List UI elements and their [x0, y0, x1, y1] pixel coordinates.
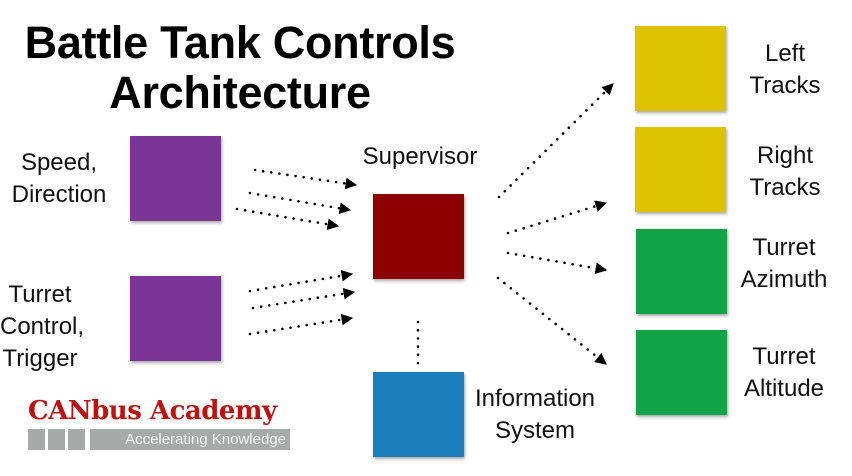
- title-line-1: Battle Tank Controls: [24, 17, 456, 68]
- label-line: Right: [756, 142, 814, 169]
- label-line: Information: [474, 385, 596, 412]
- arrow-speed-to-supervisor-2: [248, 191, 352, 215]
- label-line: Azimuth: [740, 266, 828, 293]
- turret-azimuth-box: [636, 229, 727, 314]
- logo-bars: Accelerating Knowledge: [28, 429, 290, 450]
- label-line: Control,: [0, 313, 85, 340]
- information-system-box: [373, 372, 464, 457]
- arrow-speed-to-supervisor-3: [235, 207, 340, 231]
- arrow-supervisor-to-right-tracks: [506, 200, 608, 235]
- arrow-turret-to-supervisor-1: [248, 269, 354, 293]
- label-line: Tracks: [749, 72, 821, 99]
- right-tracks-label: Right Tracks: [735, 140, 835, 204]
- arrow-supervisor-to-left-tracks: [497, 82, 615, 199]
- arrow-supervisor-to-turret-azimuth: [506, 251, 608, 274]
- left-tracks-label: Left Tracks: [735, 38, 835, 102]
- label-line: Trigger: [2, 345, 78, 372]
- arrow-turret-to-supervisor-3: [248, 313, 354, 336]
- arrow-turret-to-supervisor-2: [251, 287, 356, 310]
- speed-direction-label: Speed, Direction: [0, 147, 118, 211]
- turret-azimuth-label: Turret Azimuth: [732, 232, 836, 296]
- label-line: Direction: [11, 181, 107, 208]
- turret-altitude-box: [636, 330, 727, 415]
- label-line: Altitude: [743, 375, 825, 402]
- information-system-label: Information System: [464, 383, 606, 447]
- title-line-2: Architecture: [109, 67, 371, 118]
- label-line: Speed,: [20, 149, 98, 176]
- speed-direction-box: [130, 136, 221, 221]
- diagram-title: Battle Tank Controls Architecture: [20, 18, 460, 118]
- logo-tagline: Accelerating Knowledge: [90, 429, 290, 450]
- logo-bar: [48, 429, 65, 450]
- logo-title: CANbus Academy: [28, 396, 277, 426]
- label-line: Tracks: [749, 174, 821, 201]
- label-line: Turret: [752, 343, 816, 370]
- turret-control-box: [130, 276, 221, 361]
- left-tracks-box: [635, 26, 726, 111]
- label-line: System: [494, 417, 575, 444]
- turret-altitude-label: Turret Altitude: [732, 341, 836, 405]
- arrow-supervisor-to-turret-altitude: [496, 276, 608, 366]
- label-line: Left: [764, 40, 806, 67]
- logo-bar: [68, 429, 85, 450]
- arrow-speed-to-supervisor-1: [253, 168, 358, 190]
- logo-bar: [28, 429, 45, 450]
- supervisor-label: Supervisor: [362, 143, 478, 170]
- turret-control-label: Turret Control, Trigger: [0, 279, 85, 375]
- supervisor-box: [373, 194, 464, 279]
- label-line: Turret: [752, 234, 816, 261]
- right-tracks-box: [635, 127, 726, 212]
- label-line: Turret: [8, 281, 72, 308]
